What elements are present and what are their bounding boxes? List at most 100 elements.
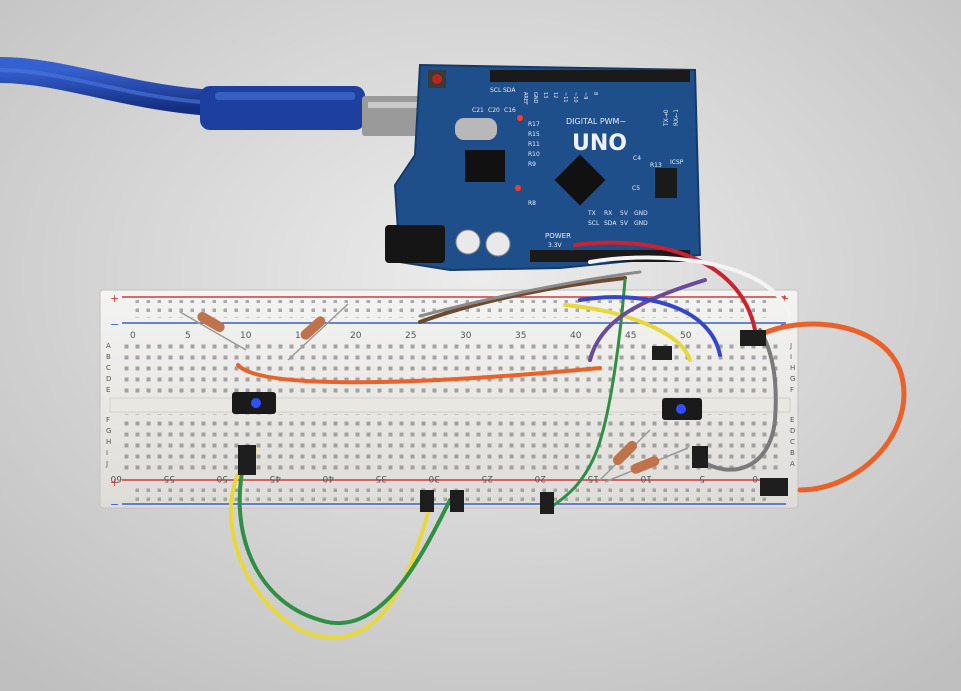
row-letter: E: [790, 416, 794, 424]
silk-label: R10: [528, 151, 540, 158]
usb-cable: [0, 57, 430, 136]
column-number: 15: [295, 331, 306, 341]
power-led: [515, 185, 521, 191]
wire-yellow: [563, 303, 692, 362]
wire-connector: [692, 446, 708, 468]
column-number: 25: [482, 473, 493, 483]
wire-gray: [698, 328, 778, 472]
silk-label: R13: [650, 162, 662, 169]
silk-label: R9: [528, 161, 536, 168]
center-channel: [109, 397, 791, 413]
crystal: [455, 118, 497, 140]
column-number: 5: [185, 331, 191, 341]
wire-connector: [652, 346, 672, 360]
pwm-label: DIGITAL PWM~: [566, 117, 626, 126]
row-letter: F: [790, 386, 794, 394]
wire-green: [237, 446, 452, 625]
row-letter: J: [105, 460, 108, 468]
wire-red: [573, 240, 757, 332]
rail-plus-label: +: [780, 292, 789, 305]
capacitor-1: [455, 229, 481, 255]
rail-plus-label: +: [110, 476, 119, 489]
tx-rx-label: RX←1: [673, 109, 680, 126]
usb-chip: [465, 150, 505, 182]
row-letter: J: [789, 342, 792, 350]
silk-label: C5: [632, 185, 640, 192]
header-label: 8: [592, 92, 598, 95]
tx-rx-label: TX→0: [663, 109, 670, 127]
ir-sensor-left: [232, 392, 276, 414]
row-letter: G: [106, 427, 111, 435]
silk-label: GND: [634, 220, 648, 227]
row-letter: E: [106, 386, 110, 394]
silk-label: C21: [472, 107, 484, 114]
wire-connector: [740, 330, 766, 346]
rail-minus-label: −: [110, 498, 119, 511]
row-letter: F: [106, 416, 110, 424]
dc-power-jack: [385, 225, 445, 263]
column-number: 0: [752, 473, 758, 483]
row-letter: A: [106, 342, 111, 350]
wire-brown: [418, 276, 627, 324]
silk-label: ICSP: [670, 159, 684, 166]
wire-purple: [588, 278, 707, 362]
silk-label: 3.3V: [548, 242, 563, 249]
silk-label: GND: [634, 210, 648, 217]
row-letter: B: [790, 449, 795, 457]
row-letter: I: [790, 353, 792, 361]
wire-connector: [760, 478, 788, 496]
row-letter: H: [106, 438, 111, 446]
header-label: SCL: [490, 87, 502, 94]
row-letter: I: [106, 449, 108, 457]
wire-blue: [578, 295, 722, 357]
wire-white: [588, 255, 792, 317]
rail-plus-label: +: [110, 292, 119, 305]
silk-label: R8: [528, 200, 536, 207]
ir-sensor-right: [662, 398, 702, 420]
column-number: 40: [570, 331, 582, 341]
row-letter: H: [790, 364, 795, 372]
header-label: ~11: [562, 92, 568, 103]
wire-connector: [420, 490, 434, 512]
resistor: [179, 311, 247, 351]
rail-minus-label: −: [110, 318, 119, 331]
column-number: 10: [640, 473, 652, 483]
wire-connector: [238, 445, 256, 475]
column-number: 20: [534, 473, 546, 483]
row-letter: A: [790, 460, 795, 468]
silk-label: 5V: [620, 220, 629, 227]
silk-label: R17: [528, 121, 540, 128]
wire-orange: [757, 321, 907, 493]
header-label: SDA: [503, 87, 516, 94]
column-number: 60: [110, 473, 122, 483]
silk-label: SCL: [588, 220, 600, 227]
header-label: ~10: [572, 92, 578, 103]
resistor: [287, 303, 349, 361]
jumper-wires: [229, 240, 907, 640]
column-number: 50: [680, 331, 692, 341]
silk-label: C4: [633, 155, 641, 162]
header-label: GND: [532, 92, 538, 104]
digital-header: [490, 70, 690, 82]
wire-connector: [450, 490, 464, 512]
silk-label: TX: [587, 210, 596, 217]
row-letter: B: [106, 353, 111, 361]
arduino-uno-board: UNO DIGITAL PWM~ TX→0 RX←1 POWER ICSP C4…: [385, 63, 702, 272]
row-letter: C: [106, 364, 111, 372]
header-label: ~9: [582, 92, 588, 99]
column-number: 50: [216, 473, 228, 483]
wire-connector: [540, 492, 554, 514]
column-number: 30: [428, 473, 440, 483]
column-number: 5: [699, 473, 705, 483]
wire-green: [548, 278, 627, 510]
mcu-chip: [554, 154, 606, 206]
column-number: 10: [240, 331, 252, 341]
silk-label: RX: [604, 210, 612, 217]
column-number: 45: [625, 331, 636, 341]
column-number: 30: [460, 331, 472, 341]
power-label: POWER: [545, 232, 571, 240]
column-number: 35: [376, 473, 387, 483]
resistor: [599, 429, 651, 481]
